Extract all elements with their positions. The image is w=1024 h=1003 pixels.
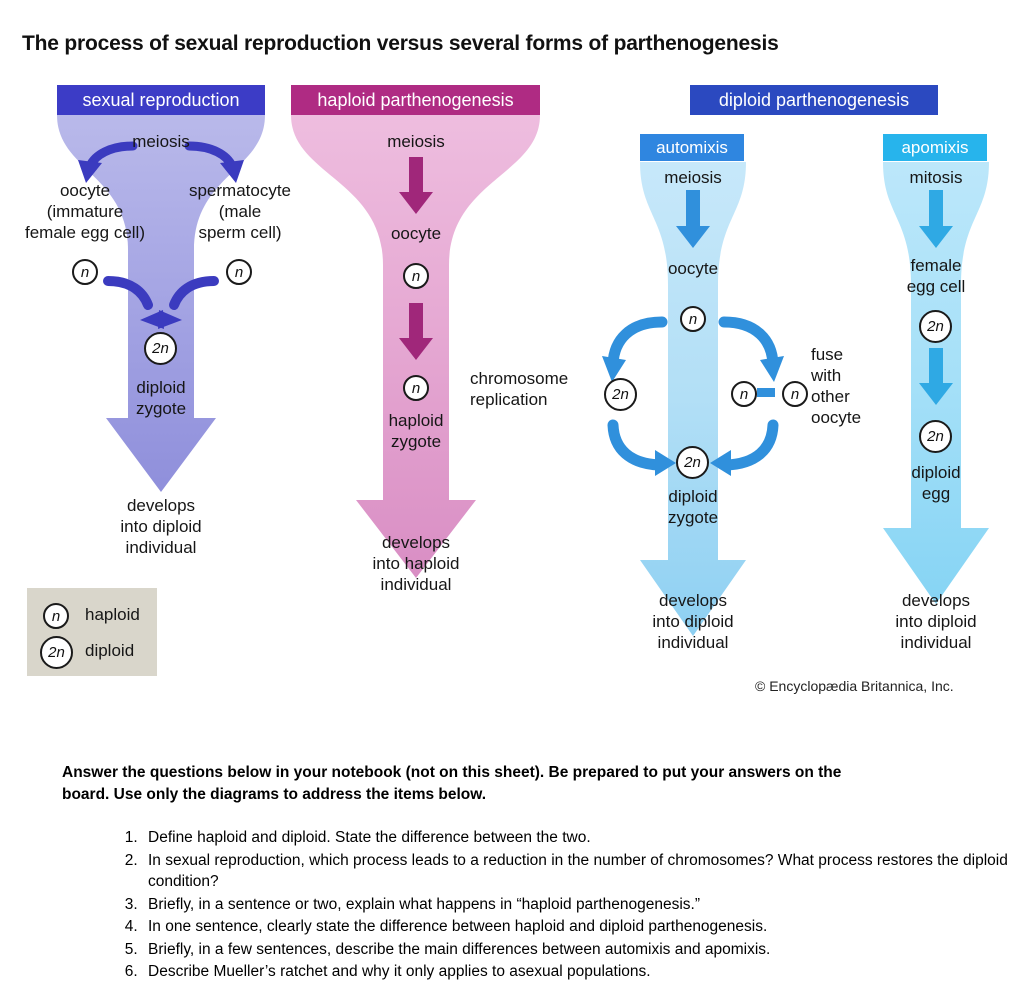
automixis-chromosome-replication-label: chromosome replication <box>470 369 569 409</box>
automixis-arrowhead-bl <box>655 450 676 476</box>
sexual-oocyte-ploidy: n <box>72 259 98 285</box>
legend: n haploid 2n diploid <box>27 588 157 676</box>
automixis-arrowhead-tr <box>760 356 784 382</box>
sexual-process-label: meiosis <box>132 132 190 151</box>
legend-label-haploid: haploid <box>85 605 140 624</box>
automixis-replication-ploidy: 2n <box>604 378 637 411</box>
apomixis-outcome-label: develops into diploid individual <box>895 591 977 652</box>
copyright-credit: © Encyclopædia Britannica, Inc. <box>755 678 954 694</box>
haploid-oocyte-ploidy: n <box>403 263 429 289</box>
apomixis-egg-label: diploid egg <box>911 463 961 503</box>
apomixis-process-label: mitosis <box>909 168 963 187</box>
worksheet-instructions: Answer the questions below in your noteb… <box>62 764 842 803</box>
apomixis-eggcell-label: female egg cell <box>906 256 966 296</box>
header-diploid-parthenogenesis: diploid parthenogenesis <box>690 85 938 115</box>
automixis-zygote-ploidy: 2n <box>676 446 709 479</box>
sexual-outcome-label: develops into diploid individual <box>120 496 202 557</box>
automixis-outcome-label: develops into diploid individual <box>652 591 734 652</box>
automixis-meiosis-arrow <box>676 190 710 248</box>
worksheet-question: In one sentence, clearly state the diffe… <box>142 916 1024 938</box>
worksheet-question: Briefly, in a few sentences, describe th… <box>142 939 1024 961</box>
apomixis-eggcell-ploidy: 2n <box>919 310 952 343</box>
haploid-process-label: meiosis <box>387 132 445 151</box>
haploid-outcome-label: develops into haploid individual <box>372 533 460 594</box>
header-haploid-parthenogenesis: haploid parthenogenesis <box>291 85 540 115</box>
sexual-meiosis-arrowhead-right <box>220 160 244 183</box>
sexual-spermatocyte-ploidy: n <box>226 259 252 285</box>
worksheet-question: Define haploid and diploid. State the di… <box>142 827 1024 849</box>
haploid-zygote-label: haploid zygote <box>388 411 444 451</box>
header-sexual-reproduction: sexual reproduction <box>57 85 265 115</box>
apomixis-egg-ploidy: 2n <box>919 420 952 453</box>
automixis-oocyte-ploidy: n <box>680 306 706 332</box>
apomixis-arrow-2 <box>919 348 953 405</box>
page-title: The process of sexual reproduction versu… <box>22 32 779 55</box>
apomixis-mitosis-arrow <box>919 190 953 248</box>
worksheet-question: Briefly, in a sentence or two, explain w… <box>142 894 1024 916</box>
automixis-funnel <box>640 162 746 636</box>
automixis-branch-arrows <box>607 316 779 471</box>
sexual-zygote-ploidy: 2n <box>144 332 177 365</box>
automixis-arrowhead-tl <box>602 356 626 382</box>
haploid-arrow-1 <box>399 157 433 214</box>
header-apomixis: apomixis <box>883 134 987 161</box>
automixis-oocyte-label: oocyte <box>667 259 719 278</box>
automixis-arrowhead-br <box>710 450 731 476</box>
worksheet-question: Describe Mueller’s ratchet and why it on… <box>142 961 1024 983</box>
automixis-zygote-label: diploid zygote <box>667 487 719 527</box>
sexual-oocyte-label: oocyte (immature female egg cell) <box>24 181 145 242</box>
automixis-fusion-link <box>757 388 775 397</box>
automixis-fuse-ploidy-a: n <box>731 381 757 407</box>
worksheet-question: In sexual reproduction, which process le… <box>142 850 1024 893</box>
automixis-process-label: meiosis <box>664 168 722 187</box>
legend-symbol-diploid: 2n <box>40 636 73 669</box>
sexual-fusion-arrows <box>103 276 219 310</box>
header-automixis: automixis <box>640 134 744 161</box>
automixis-fuse-ploidy-b: n <box>782 381 808 407</box>
sexual-meiosis-arrowhead-left <box>78 160 102 183</box>
worksheet-question-list: Define haploid and diploid. State the di… <box>96 827 1024 984</box>
automixis-fuse-label: fuse with other oocyte <box>811 345 862 427</box>
sexual-fusion-arrowhead-right <box>158 310 182 329</box>
sexual-reproduction-funnel <box>57 115 265 492</box>
parthenogenesis-diagram: sexual reproduction haploid parthenogene… <box>24 85 989 694</box>
haploid-zygote-ploidy: n <box>403 375 429 401</box>
haploid-oocyte-label: oocyte <box>390 224 442 243</box>
sexual-fusion-arrowhead-left <box>140 310 164 329</box>
legend-label-diploid: diploid <box>85 641 135 660</box>
sexual-spermatocyte-label: spermatocyte (male sperm cell) <box>188 181 292 242</box>
haploid-arrow-2 <box>399 303 433 360</box>
legend-symbol-haploid: n <box>43 603 69 629</box>
diagram-shapes <box>57 115 989 636</box>
sexual-zygote-label: diploid zygote <box>135 378 187 418</box>
